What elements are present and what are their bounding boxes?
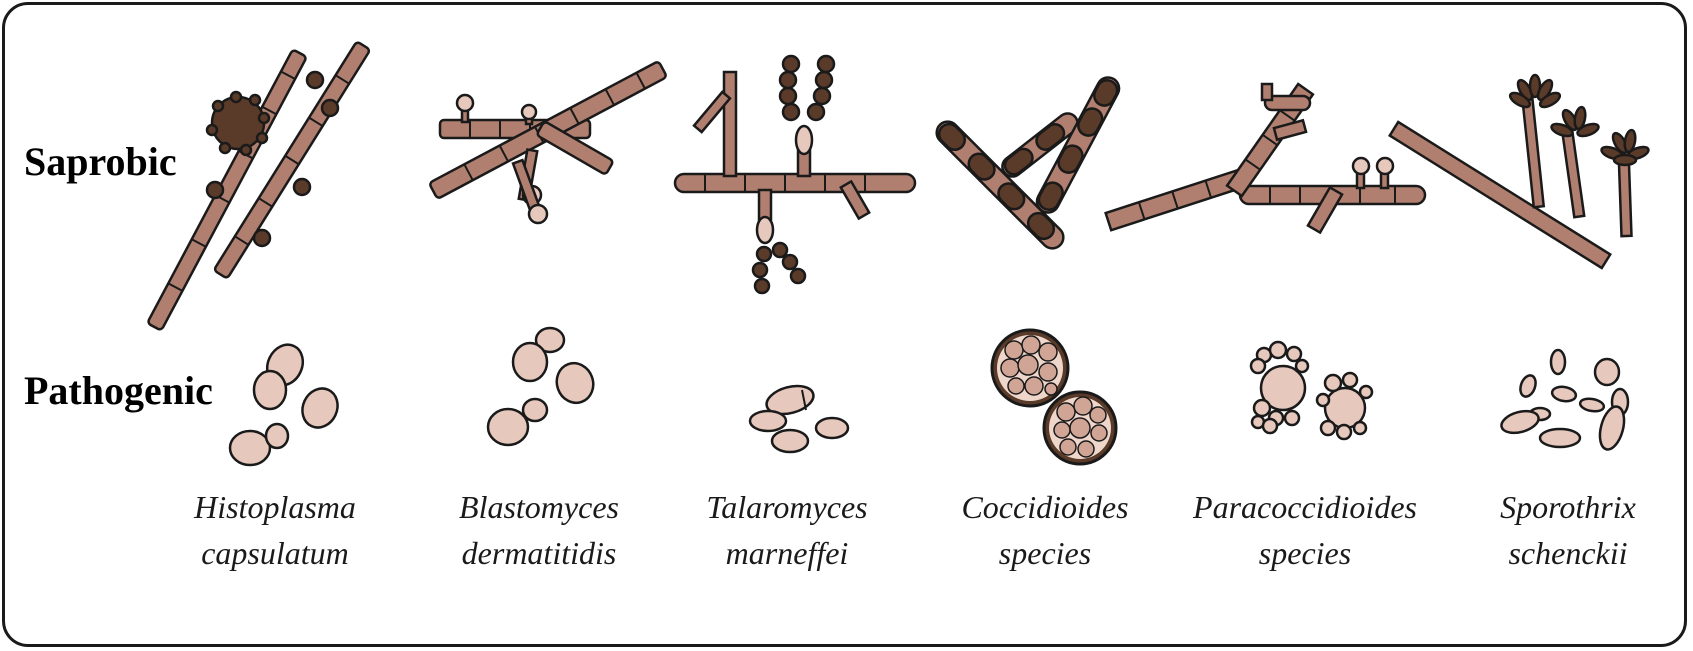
coccidioides-pathogenic-spherules xyxy=(992,330,1116,464)
species-caption-coccidioides: Coccidioides species xyxy=(925,484,1165,576)
genus-name: Paracoccidioides xyxy=(1185,484,1425,530)
row-label-saprobic: Saprobic xyxy=(24,138,177,185)
sporothrix-pathogenic-yeast xyxy=(1499,350,1628,452)
species-caption-paracoccidioides: Paracoccidioides species xyxy=(1185,484,1425,576)
epithet-name: capsulatum xyxy=(155,530,395,576)
sporothrix-saprobic-hyphae xyxy=(1390,75,1650,268)
epithet-name: dermatitidis xyxy=(419,530,659,576)
histoplasma-pathogenic-yeast xyxy=(230,339,344,465)
coccidioides-saprobic-hyphae xyxy=(932,74,1123,253)
paracoccidioides-pathogenic-yeast xyxy=(1251,342,1372,439)
epithet-name: species xyxy=(1185,530,1425,576)
genus-name: Sporothrix xyxy=(1448,484,1688,530)
genus-name: Blastomyces xyxy=(419,484,659,530)
epithet-name: schenckii xyxy=(1448,530,1688,576)
row-label-pathogenic: Pathogenic xyxy=(24,367,213,414)
genus-name: Coccidioides xyxy=(925,484,1165,530)
species-caption-talaromyces: Talaromyces marneffei xyxy=(667,484,907,576)
epithet-name: marneffei xyxy=(667,530,907,576)
paracoccidioides-saprobic-hyphae xyxy=(1106,84,1425,233)
epithet-name: species xyxy=(925,530,1165,576)
blastomyces-pathogenic-yeast xyxy=(488,328,599,445)
genus-name: Histoplasma xyxy=(155,484,395,530)
species-caption-histoplasma: Histoplasma capsulatum xyxy=(155,484,395,576)
talaromyces-saprobic-hyphae xyxy=(675,56,915,293)
blastomyces-saprobic-hyphae xyxy=(429,61,667,223)
species-caption-blastomyces: Blastomyces dermatitidis xyxy=(419,484,659,576)
histoplasma-saprobic-hyphae xyxy=(147,41,370,330)
genus-name: Talaromyces xyxy=(667,484,907,530)
talaromyces-pathogenic-yeast xyxy=(750,381,848,452)
species-caption-sporothrix: Sporothrix schenckii xyxy=(1448,484,1688,576)
